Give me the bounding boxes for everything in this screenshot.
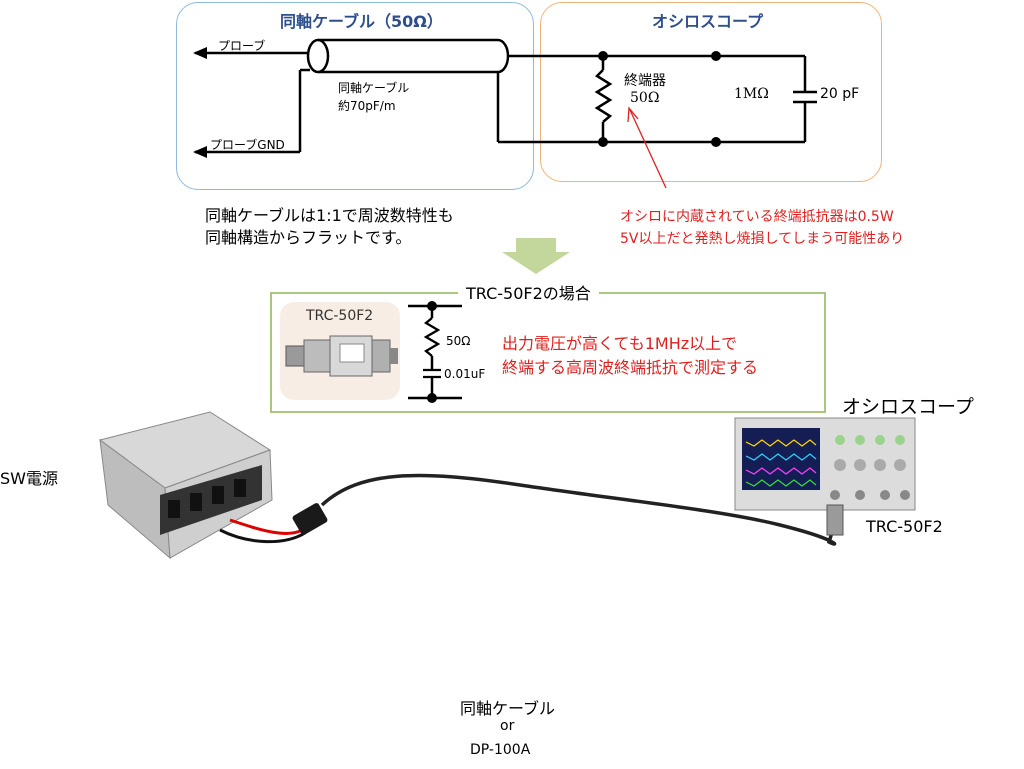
terminator-label: 終端器 [624, 73, 666, 89]
coax-box-title: 同軸ケーブル（50Ω） [280, 12, 443, 31]
coax-note-line2: 同軸構造からフラットです。 [205, 228, 412, 247]
trc-resistor-icon [423, 317, 441, 357]
coax-cable-box [176, 2, 534, 190]
warning-line2: 5V以上だと発熱し焼損してしまう可能性あり [620, 231, 905, 247]
cable-type-line1: 同軸ケーブル [460, 699, 556, 718]
trc-note-line1: 出力電圧が高くても1MHz以上で [502, 334, 738, 353]
probe-label: プローブ [218, 39, 266, 53]
terminator-value: 50Ω [630, 90, 660, 106]
setup-scope-label: オシロスコープ [842, 396, 974, 418]
trc-capacitor-value: 0.01uF [444, 367, 486, 381]
down-arrow-icon [502, 238, 570, 274]
adapter-label: TRC-50F2 [866, 517, 943, 536]
oscilloscope-icon [734, 417, 916, 536]
cable-label: 同軸ケーブル [338, 81, 410, 95]
coax-cylinder [318, 38, 510, 74]
input-capacitance: 20 pF [820, 86, 860, 102]
trc-connector-icon [285, 335, 398, 377]
gnd-arrow-icon [193, 146, 207, 158]
cable-type-line2: or [500, 718, 515, 734]
scope-box-title: オシロスコープ [652, 12, 764, 31]
red-arrow-icon [627, 106, 639, 123]
probe-gnd-label: プローブGND [210, 138, 285, 152]
trc-photo-label: TRC-50F2 [306, 308, 374, 324]
psu-label: SW電源 [0, 469, 58, 488]
trc-resistor-value: 50Ω [446, 334, 471, 348]
terminator-resistor-icon [594, 69, 613, 123]
probe-arrow-icon [193, 47, 207, 59]
probe-clip-icon [292, 503, 328, 535]
oscilloscope-box [540, 2, 882, 182]
trc-box-title: TRC-50F2の場合 [458, 280, 599, 304]
trc-adapter-icon [826, 504, 844, 536]
sw-power-supply-icon [98, 411, 273, 560]
coax-cable-line [320, 473, 838, 546]
input-resistance: 1MΩ [734, 86, 769, 102]
coax-note-line1: 同軸ケーブルは1:1で周波数特性も [205, 206, 454, 225]
cable-capacitance: 約70pF/m [338, 99, 396, 113]
warning-line1: オシロに内蔵されている終端抵抗器は0.5W [620, 209, 894, 225]
cable-type-line3: DP-100A [470, 742, 531, 758]
trc-note-line2: 終端する高周波終端抵抗で測定する [502, 358, 759, 377]
